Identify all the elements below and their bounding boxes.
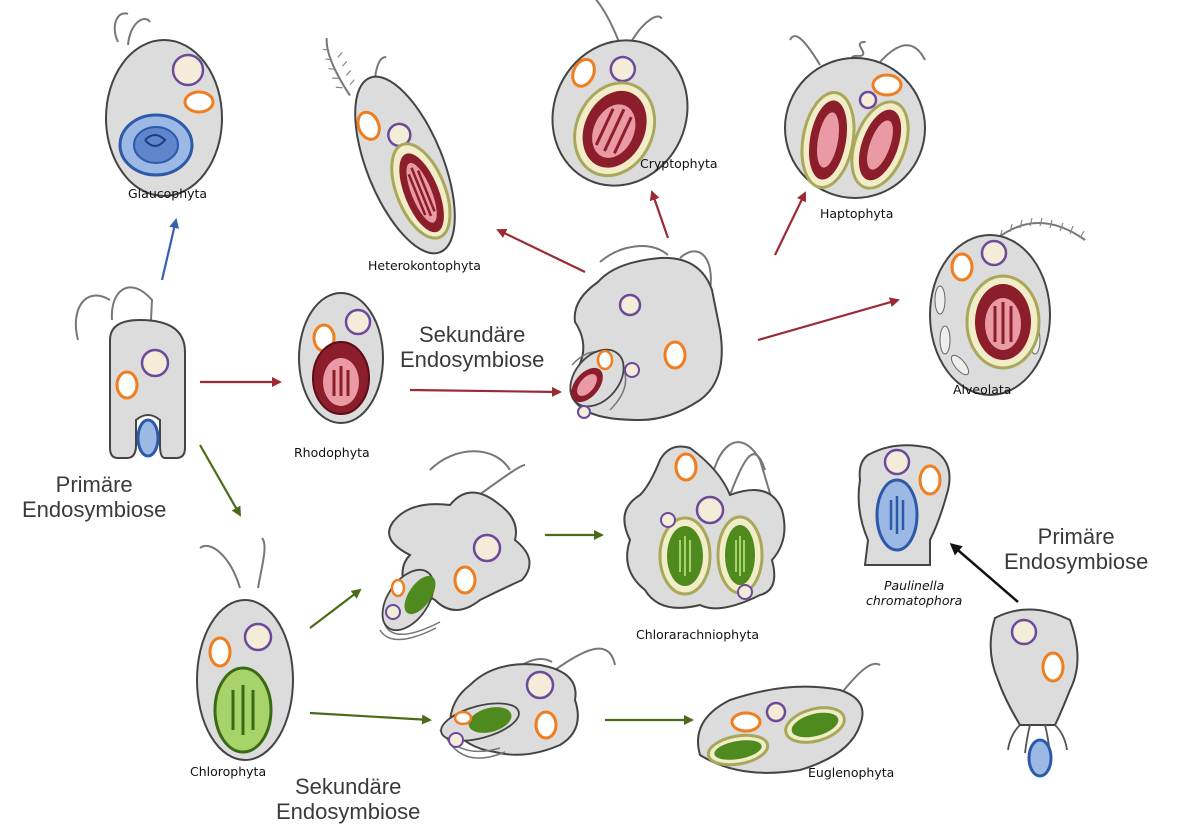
arrow-chlorophyta-to-amoeba [310, 590, 360, 628]
cyanobacterium [138, 420, 158, 456]
arrow-to-heterokontophyta [498, 230, 585, 272]
label-cryptophyta: Cryptophyta [640, 156, 718, 171]
nucleus [982, 241, 1006, 265]
cell-chlorophyta [197, 538, 293, 760]
nucleus [620, 295, 640, 315]
event-secondary-green: Sekundäre Endosymbiose [276, 774, 420, 824]
cell-alveolata [930, 218, 1085, 395]
event-primary-right-line1: Primäre [1004, 524, 1148, 549]
nucleus [860, 92, 876, 108]
nucleus [697, 497, 723, 523]
label-paulinella-line1: Paulinella [866, 578, 962, 593]
mitochondrion [920, 466, 940, 494]
cyanobacterium [1029, 740, 1051, 776]
mitochondrion [665, 342, 685, 368]
event-secondary-red: Sekundäre Endosymbiose [400, 322, 544, 372]
cell-chlorarachniophyta [624, 442, 784, 608]
nucleus [142, 350, 168, 376]
cell-haptophyta [785, 36, 925, 198]
nucleus [885, 450, 909, 474]
arrow-secondary-red [410, 390, 560, 392]
label-chlorarachniophyta: Chlorarachniophyta [636, 627, 759, 642]
mitochondrion [676, 454, 696, 480]
event-primary-left: Primäre Endosymbiose [22, 472, 166, 522]
mitochondrion [952, 254, 972, 280]
event-secondary-red-line2: Endosymbiose [400, 347, 544, 372]
event-secondary-green-line1: Sekundäre [276, 774, 420, 799]
mitochondrion [210, 638, 230, 666]
cell-secondary-green-flagellate [437, 649, 615, 759]
label-haptophyta: Haptophyta [820, 206, 893, 221]
label-chlorophyta: Chlorophyta [190, 764, 266, 779]
nucleus [527, 672, 553, 698]
cell-secondary-green-amoeboid [372, 451, 529, 639]
cell-primary-ancestor [76, 287, 185, 458]
nucleus [245, 624, 271, 650]
event-primary-right: Primäre Endosymbiose [1004, 524, 1148, 574]
arrow-to-haptophyta [775, 193, 805, 255]
label-paulinella: Paulinella chromatophora [866, 578, 962, 608]
mitochondrion [117, 372, 137, 398]
mitochondrion [732, 713, 760, 731]
event-secondary-green-line2: Endosymbiose [276, 799, 420, 824]
nucleus [474, 535, 500, 561]
event-secondary-red-line1: Sekundäre [400, 322, 544, 347]
label-heterokontophyta: Heterokontophyta [368, 258, 481, 273]
mitochondrion [455, 567, 475, 593]
event-primary-left-line1: Primäre [22, 472, 166, 497]
cell-cryptophyta [498, 0, 724, 208]
mito-endosymbiont [598, 351, 612, 369]
mitochondrion [1043, 653, 1063, 681]
nucleus [1012, 620, 1036, 644]
mitochondrion [536, 712, 556, 738]
nucleus [173, 55, 203, 85]
arrow-chlorophyta-to-flagellate [310, 713, 430, 720]
arrow-to-alveolata [758, 300, 898, 340]
cell-euglenophyta [698, 664, 880, 773]
arrow-to-glaucophyta [162, 220, 176, 280]
nucleus [346, 310, 370, 334]
label-rhodophyta: Rhodophyta [294, 445, 370, 460]
label-alveolata: Alveolata [953, 382, 1011, 397]
label-euglenophyta: Euglenophyta [808, 765, 894, 780]
arrow-to-chlorophyta [200, 445, 240, 515]
mitochondrion [873, 75, 901, 95]
mitochondrion [185, 92, 213, 112]
event-primary-right-line2: Endosymbiose [1004, 549, 1148, 574]
event-primary-left-line2: Endosymbiose [22, 497, 166, 522]
label-paulinella-line2: chromatophora [866, 593, 962, 608]
nucleus-endosymbiont [625, 363, 639, 377]
cell-rhodophyta [299, 293, 383, 423]
nucleus [767, 703, 785, 721]
arrow-to-cryptophyta [652, 192, 668, 238]
cell-paulinella [859, 445, 950, 565]
cell-heterokontophyta [315, 14, 476, 266]
cell-glaucophyta [106, 13, 222, 196]
label-glaucophyta: Glaucophyta [128, 186, 207, 201]
cell-paulinella-ancestor [991, 609, 1078, 776]
